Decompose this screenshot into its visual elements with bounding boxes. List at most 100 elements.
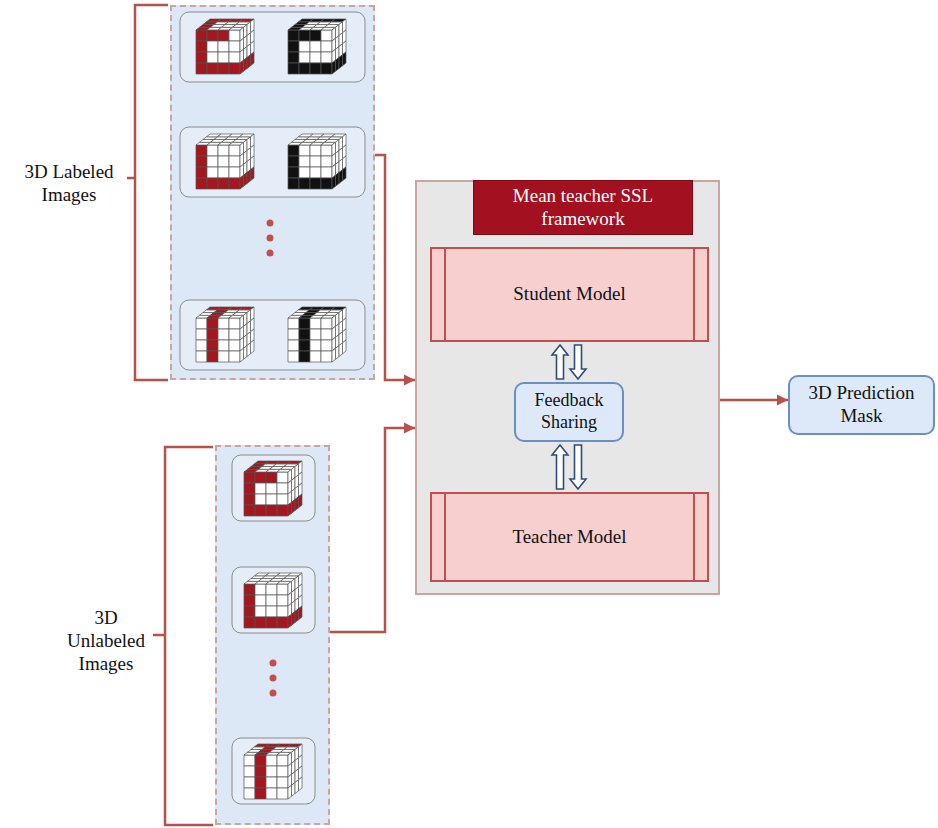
voxel-cube — [244, 573, 302, 628]
voxel — [255, 472, 266, 483]
voxel-cube — [288, 307, 346, 362]
ellipsis-dot — [267, 235, 274, 242]
voxel — [218, 41, 229, 52]
voxel — [196, 329, 207, 340]
voxel — [251, 167, 255, 181]
voxel — [229, 178, 240, 189]
ellipsis-dot — [267, 250, 274, 257]
voxel — [229, 30, 240, 41]
voxel — [266, 766, 277, 777]
voxel — [299, 178, 310, 189]
connector — [720, 395, 788, 406]
voxel — [288, 145, 299, 156]
voxel — [229, 329, 240, 340]
rounded-box: 3D Prediction Mask — [788, 375, 935, 435]
voxel — [277, 788, 288, 799]
voxel — [343, 340, 347, 354]
voxel — [244, 788, 255, 799]
voxel — [299, 340, 310, 351]
voxel — [244, 595, 255, 606]
voxel — [321, 329, 332, 340]
voxel — [321, 145, 332, 156]
ellipsis-dot — [270, 675, 277, 682]
voxel — [310, 145, 321, 156]
image-frame — [232, 738, 315, 804]
voxel — [207, 329, 218, 340]
voxel-cube — [196, 134, 254, 189]
voxel — [218, 167, 229, 178]
voxel — [288, 329, 299, 340]
framework-header: Mean teacher SSL framework — [473, 180, 693, 235]
labeled-bracket — [127, 5, 168, 380]
voxel — [332, 348, 336, 362]
voxel — [196, 167, 207, 178]
voxel — [310, 30, 321, 41]
voxel — [299, 30, 310, 41]
voxel — [218, 178, 229, 189]
voxel — [244, 472, 255, 483]
voxel — [295, 609, 299, 623]
voxel — [229, 318, 240, 329]
voxel — [244, 483, 255, 494]
voxel — [218, 329, 229, 340]
voxel — [288, 351, 299, 362]
voxel — [295, 780, 299, 794]
image-panel: 3D Labeled Images — [170, 5, 375, 380]
voxel — [207, 145, 218, 156]
voxel — [244, 173, 248, 187]
voxel — [299, 156, 310, 167]
voxel — [277, 766, 288, 777]
voxel — [277, 494, 288, 505]
voxel — [310, 41, 321, 52]
connector — [570, 445, 586, 489]
voxel — [310, 329, 321, 340]
voxel — [277, 584, 288, 595]
voxel — [332, 175, 336, 189]
voxel — [321, 30, 332, 41]
voxel — [229, 41, 240, 52]
voxel — [218, 145, 229, 156]
voxel — [218, 63, 229, 74]
voxel — [251, 340, 255, 354]
voxel — [196, 52, 207, 63]
voxel — [288, 614, 292, 628]
voxel — [277, 755, 288, 766]
voxel — [288, 318, 299, 329]
voxel — [255, 595, 266, 606]
voxel — [196, 145, 207, 156]
voxel — [266, 788, 277, 799]
voxel — [244, 617, 255, 628]
voxel — [310, 63, 321, 74]
voxel — [310, 351, 321, 362]
voxel — [310, 178, 321, 189]
connector — [552, 445, 568, 489]
voxel — [255, 766, 266, 777]
voxel — [321, 318, 332, 329]
voxel — [244, 606, 255, 617]
voxel — [196, 30, 207, 41]
voxel — [207, 167, 218, 178]
voxel — [277, 483, 288, 494]
panel-illustration — [170, 5, 375, 380]
voxel — [207, 30, 218, 41]
voxel — [240, 60, 244, 74]
voxel — [218, 340, 229, 351]
voxel — [288, 340, 299, 351]
hollow-arrow — [570, 445, 586, 489]
voxel-cube — [196, 19, 254, 74]
voxel — [255, 483, 266, 494]
voxel — [292, 500, 296, 514]
voxel — [247, 170, 251, 184]
voxel — [266, 505, 277, 516]
arrow-head — [404, 423, 415, 434]
ellipsis-dot — [270, 660, 277, 667]
arrow-head — [404, 375, 415, 386]
voxel — [277, 472, 288, 483]
voxel — [277, 606, 288, 617]
voxel — [255, 777, 266, 788]
image-pair-frame — [180, 300, 365, 370]
voxel — [288, 785, 292, 799]
voxel — [207, 41, 218, 52]
voxel — [299, 329, 310, 340]
voxel — [266, 777, 277, 788]
